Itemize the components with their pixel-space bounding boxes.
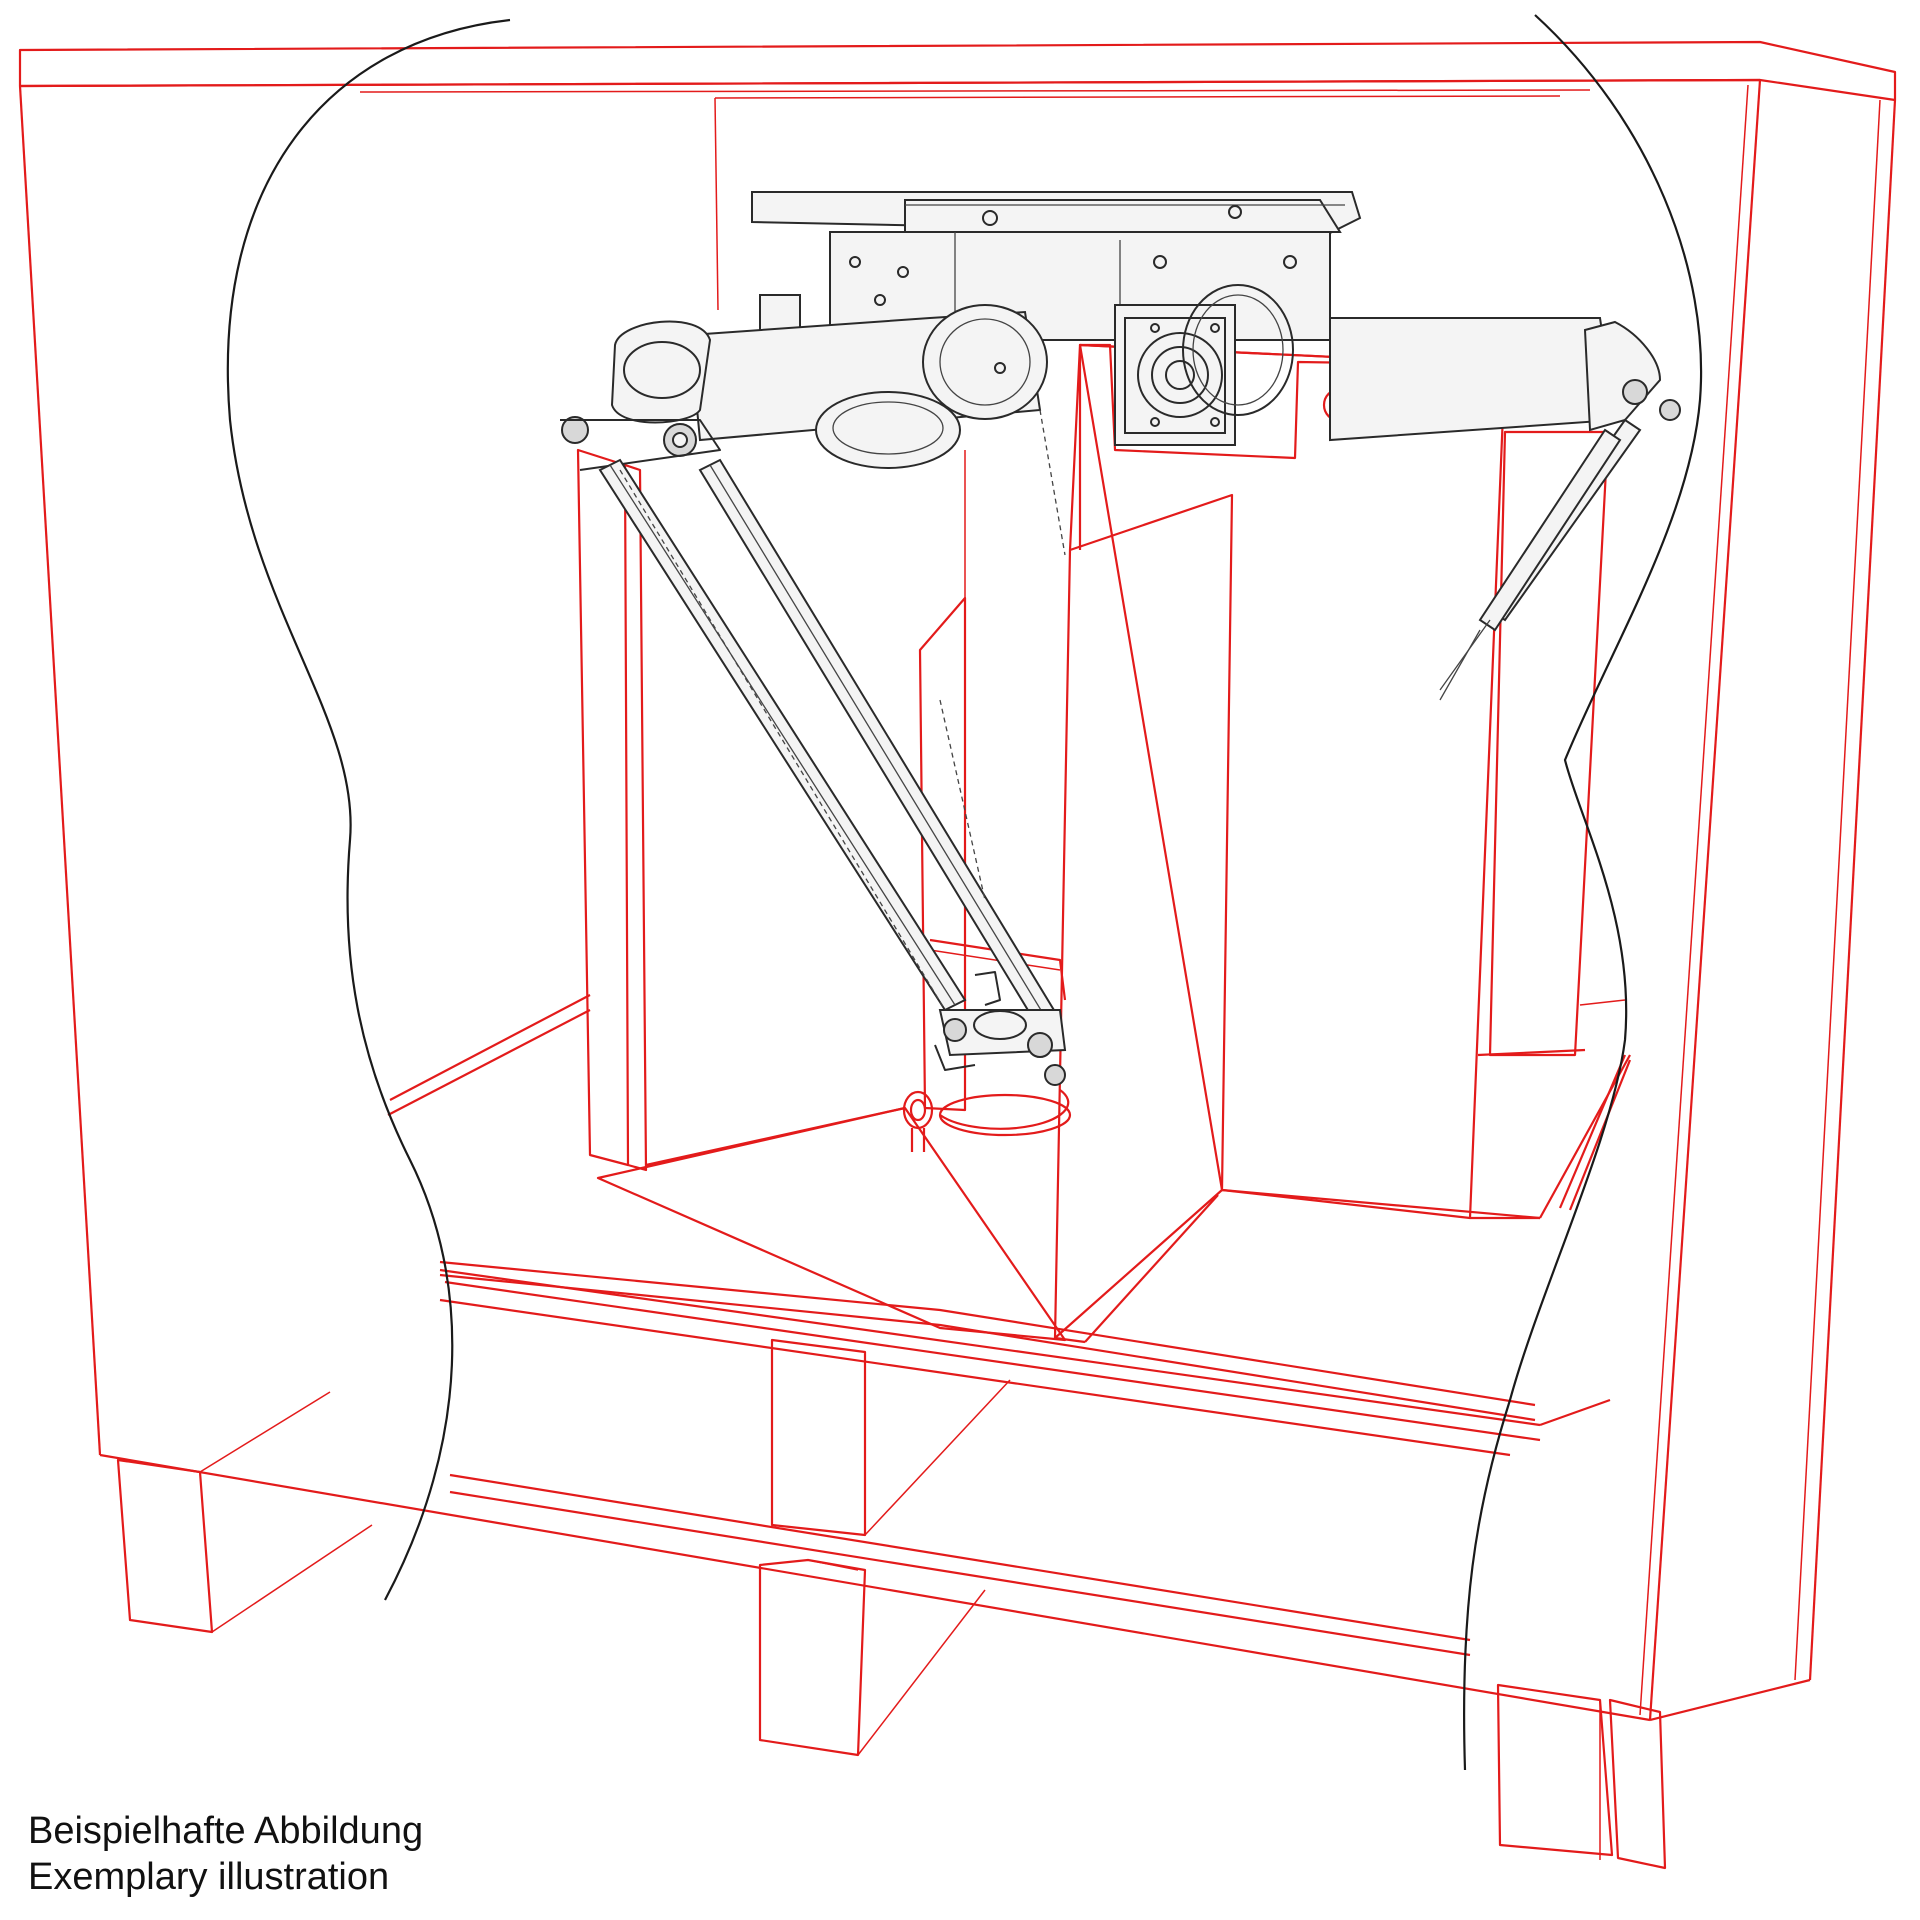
figure-caption: Beispielhafte Abbildung Exemplary illust… [28, 1808, 423, 1900]
crate-lid [18, 40, 1897, 102]
caption-german: Beispielhafte Abbildung [28, 1810, 424, 1852]
delta-robot [560, 191, 1681, 1086]
crate-walls [18, 79, 1897, 1722]
crate-floor [387, 994, 1632, 1422]
pallet [116, 1268, 1667, 1870]
cutaway-lines [226, 14, 1703, 1771]
caption-english: Exemplary illustration [28, 1856, 390, 1898]
